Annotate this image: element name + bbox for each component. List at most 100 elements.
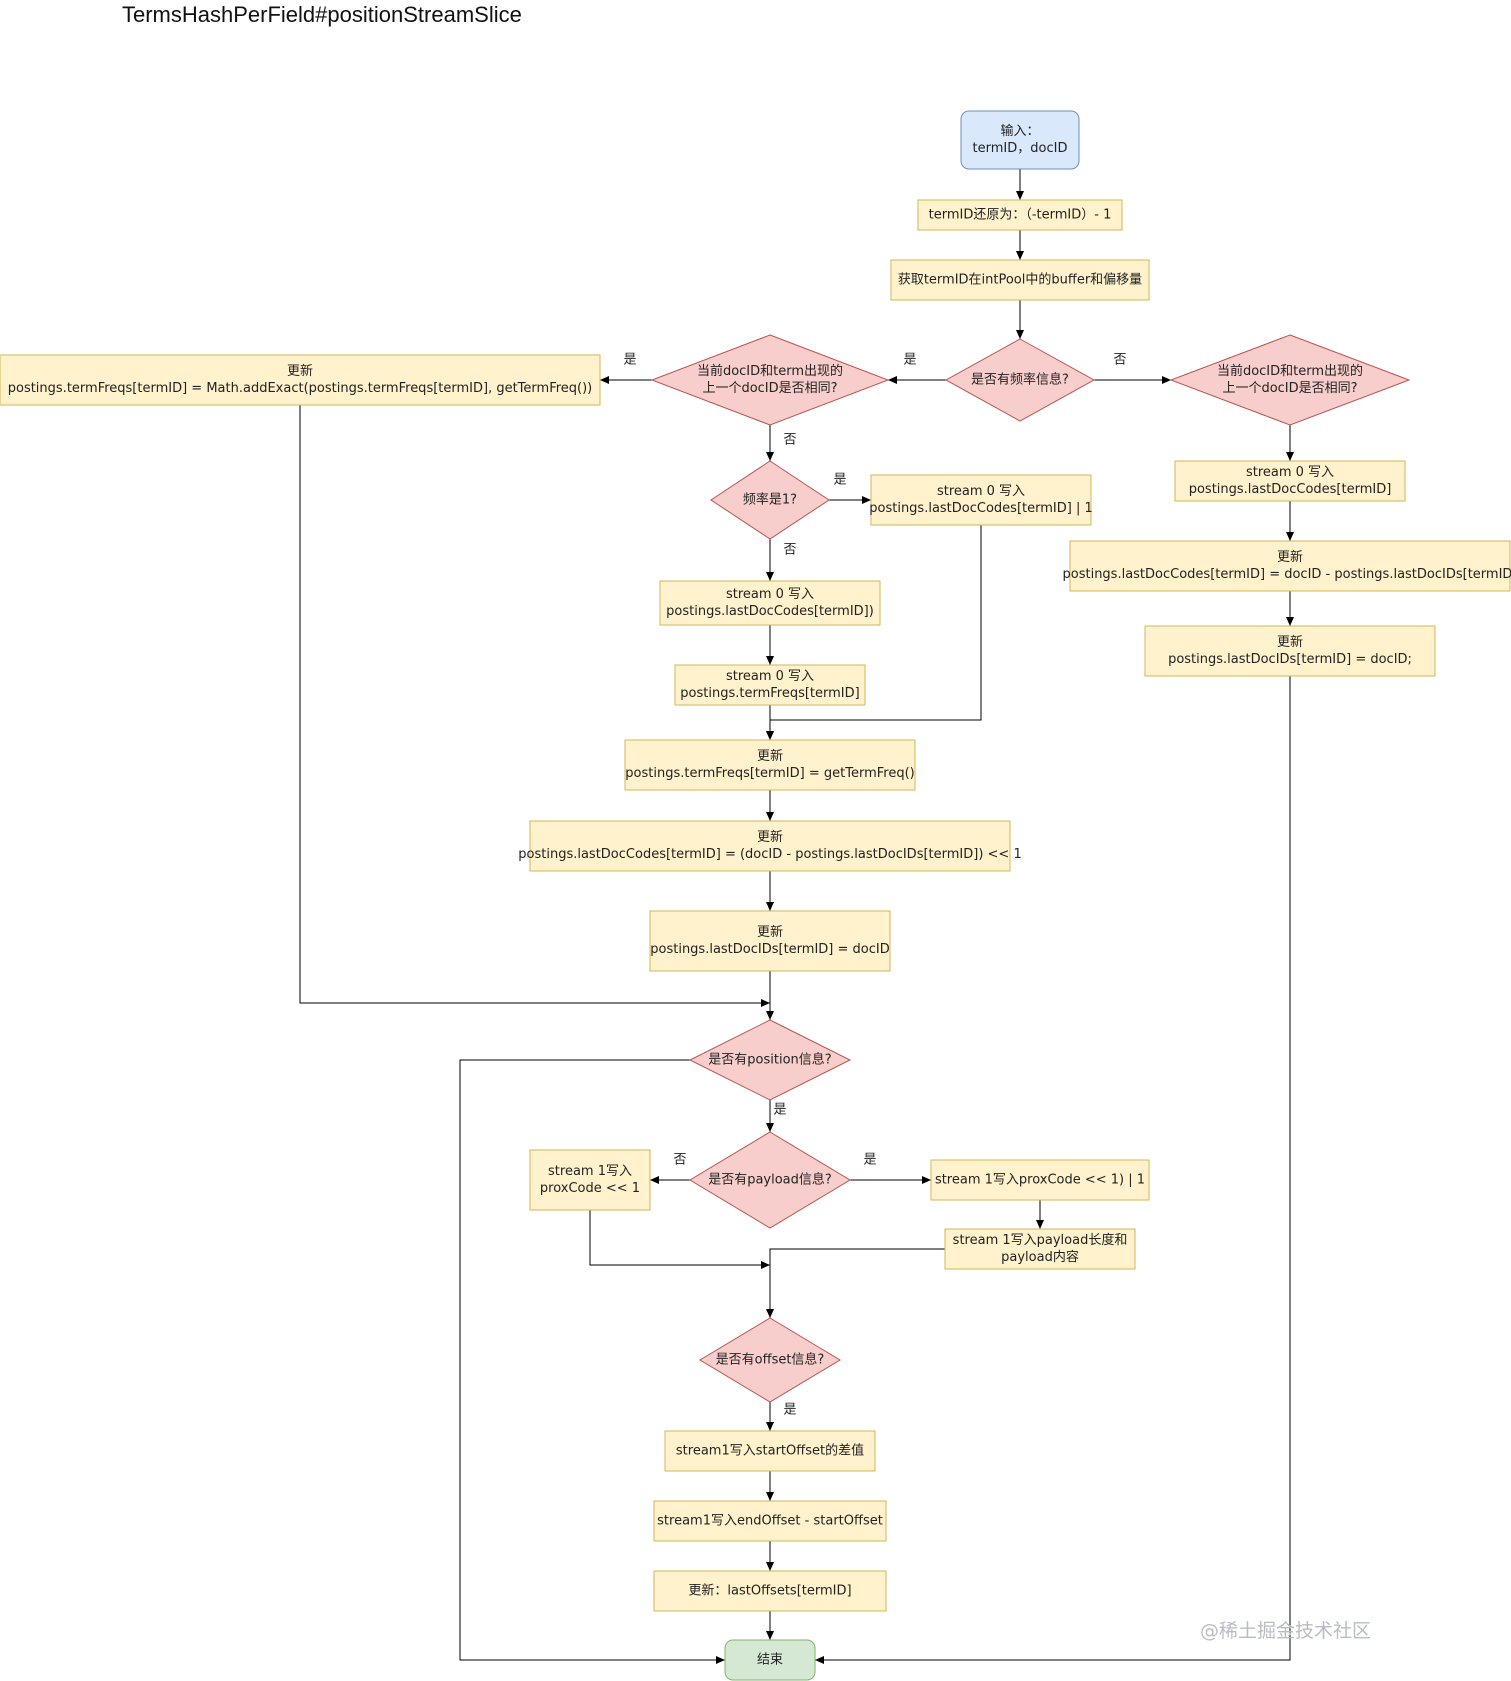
node-update-termfreqs-add: 更新 postings.termFreqs[termID] = Math.addE… — [0, 354, 601, 406]
decision-shape — [688, 1019, 852, 1101]
flowchart-nodes: 输入： termID，docID termID还原为：（-termID）- 1 获取t… — [0, 110, 1511, 1681]
node-text: postings.lastDocCodes[termID] = docID - … — [1063, 567, 1511, 582]
node-text: postings.lastDocIDs[termID] = docID — [650, 942, 889, 957]
node-text: proxCode << 1 — [540, 1181, 640, 1196]
node-text: stream 0 写入 — [1246, 465, 1334, 480]
node-text: 输入： — [1000, 123, 1039, 139]
node-has-position: 是否有position信息? — [688, 1019, 852, 1101]
process-shape — [0, 354, 601, 406]
node-text: 是否有payload信息? — [708, 1172, 832, 1188]
node-text: stream 1写入 — [548, 1164, 632, 1179]
node-write-lastdoccodes: stream 0 写入 postings.lastDocCodes[termID]… — [659, 580, 881, 626]
edge-label-has-payload-no: 否 — [673, 1153, 686, 1168]
terminal-shape — [960, 110, 1080, 170]
decision-shape — [710, 460, 830, 540]
edge-label-same-doc-left-no: 否 — [783, 433, 796, 448]
node-text: 获取termID在intPool中的buffer和偏移量 — [898, 272, 1142, 288]
node-text: stream 1写入proxCode << 1) | 1 — [935, 1173, 1145, 1188]
node-text: postings.termFreqs[termID] = getTermFreq… — [625, 766, 914, 781]
flowchart-edges — [299, 169, 1294, 1664]
node-write-proxcode: stream 1写入 proxCode << 1 — [529, 1149, 651, 1211]
edge-or1-to-merge — [766, 525, 982, 740]
edge-label-freq-is-one-no: 否 — [783, 543, 796, 558]
edge-label-same-doc-left-yes: 是 — [623, 353, 636, 368]
node-text: stream 0 写入 — [726, 587, 814, 602]
edge-label-has-position-yes: 是 — [773, 1103, 786, 1118]
node-text: stream1写入endOffset - startOffset — [657, 1514, 883, 1529]
node-text: 更新 — [1277, 549, 1303, 565]
node-text: payload内容 — [1001, 1249, 1079, 1265]
process-shape — [1069, 540, 1511, 592]
node-write-endoffset: stream1写入endOffset - startOffset — [653, 1500, 887, 1542]
terminal-shape — [724, 1639, 816, 1681]
node-text: stream1写入startOffset的差值 — [676, 1443, 864, 1459]
decision-shape — [699, 1317, 841, 1403]
node-text: 是否有offset信息? — [716, 1352, 825, 1368]
node-text: postings.lastDocCodes[termID] | 1 — [869, 501, 1092, 516]
node-text: stream 0 写入 — [937, 484, 1025, 499]
edge-label-has-freq-yes: 是 — [903, 353, 916, 368]
node-text: postings.lastDocCodes[termID]) — [666, 604, 874, 619]
process-shape — [529, 1149, 651, 1211]
process-shape — [870, 474, 1092, 526]
edge-label-freq-is-one-yes: 是 — [833, 473, 846, 488]
node-text: termID还原为：（-termID）- 1 — [929, 208, 1112, 223]
node-write-lastdoccodes-right: stream 0 写入 postings.lastDocCodes[termID] — [1174, 460, 1406, 502]
node-update-lastdoccodes-right: 更新 postings.lastDocCodes[termID] = docID … — [1063, 540, 1511, 592]
watermark: @稀土掘金技术社区 — [1199, 1620, 1371, 1642]
process-shape — [649, 910, 891, 972]
decision-shape — [650, 334, 890, 426]
node-text: 更新 — [757, 924, 783, 940]
edge-label-has-payload-yes: 是 — [863, 1153, 876, 1168]
process-shape — [944, 1228, 1136, 1270]
node-write-proxcode-or1: stream 1写入proxCode << 1) | 1 — [930, 1159, 1150, 1201]
node-text: 更新 — [757, 748, 783, 764]
node-text: 更新 — [1277, 634, 1303, 650]
node-text: 是否有position信息? — [708, 1052, 831, 1068]
node-write-lastdoccodes-or1: stream 0 写入 postings.lastDocCodes[termID]… — [869, 474, 1093, 526]
node-has-freq: 是否有频率信息? — [944, 338, 1096, 422]
process-shape — [930, 1159, 1150, 1201]
node-text: postings.lastDocIDs[termID] = docID; — [1168, 652, 1412, 667]
node-get-buffer: 获取termID在intPool中的buffer和偏移量 — [890, 259, 1150, 301]
node-freq-is-one: 频率是1? — [710, 460, 830, 540]
process-shape — [664, 1430, 876, 1472]
node-has-payload: 是否有payload信息? — [689, 1131, 851, 1229]
process-shape — [1144, 625, 1436, 677]
node-text: 频率是1? — [743, 492, 797, 508]
process-shape — [659, 580, 881, 626]
edge-right-to-end — [815, 676, 1291, 1664]
node-update-lastdocids-left: 更新 postings.lastDocIDs[termID] = docID — [649, 910, 891, 972]
process-shape — [653, 1570, 887, 1612]
process-shape — [674, 664, 866, 706]
edge-label-has-offset-yes: 是 — [783, 1403, 796, 1418]
node-text: 当前docID和term出现的 — [1217, 363, 1363, 379]
node-text: postings.termFreqs[termID] — [680, 686, 859, 701]
edge-label-has-freq-no: 否 — [1113, 353, 1126, 368]
node-text: 更新 — [757, 829, 783, 845]
node-text: postings.lastDocCodes[termID] — [1189, 482, 1392, 497]
decision-shape — [689, 1131, 851, 1229]
node-has-offset: 是否有offset信息? — [699, 1317, 841, 1403]
decision-shape — [944, 338, 1096, 422]
node-text: postings.termFreqs[termID] = Math.addExa… — [8, 381, 593, 396]
node-text: 更新 — [287, 363, 313, 379]
decision-shape — [1169, 334, 1411, 426]
diagram-title: TermsHashPerField#positionStreamSlice — [122, 2, 522, 27]
node-text: 当前docID和term出现的 — [697, 363, 843, 379]
node-text: 上一个docID是否相同? — [702, 381, 837, 396]
edge-proxcode-to-offset — [589, 1210, 770, 1269]
node-text: 是否有频率信息? — [971, 372, 1069, 388]
node-text: 上一个docID是否相同? — [1222, 381, 1357, 396]
process-shape — [529, 820, 1011, 872]
node-text: stream 0 写入 — [726, 669, 814, 684]
edge-left-add-to-merge — [299, 405, 770, 1007]
node-write-startoffset: stream1写入startOffset的差值 — [664, 1430, 876, 1472]
node-text: 结束 — [757, 1653, 783, 1668]
node-text: termID，docID — [973, 141, 1068, 156]
edge-position-no-to-end — [459, 1059, 725, 1664]
